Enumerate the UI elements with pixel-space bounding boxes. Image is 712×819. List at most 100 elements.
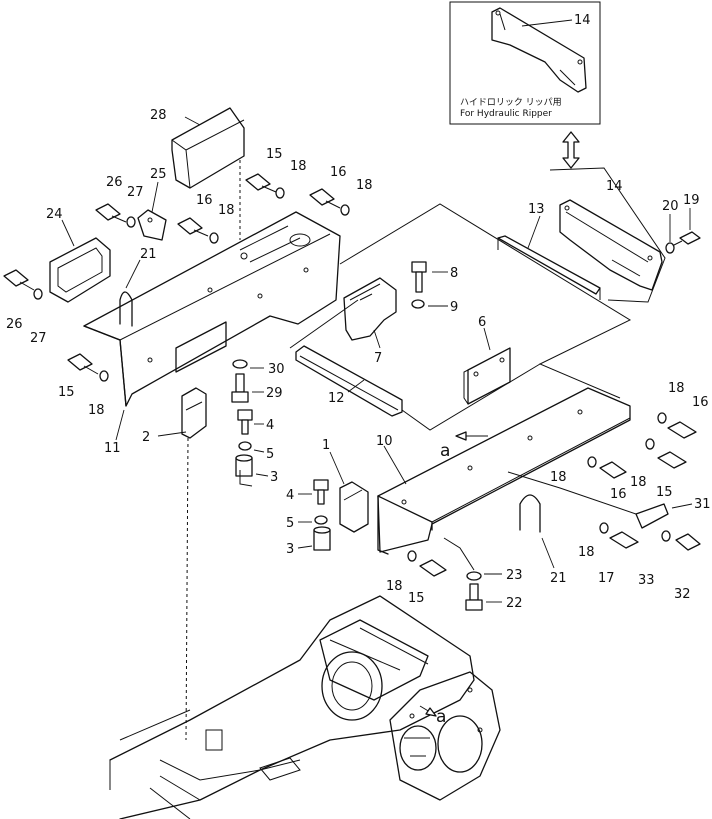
cover-28: 28 (150, 107, 245, 189)
double-arrow-icon (562, 131, 580, 169)
callout-15-right: 15 (656, 485, 673, 500)
reference-label-a-upper: a (440, 441, 450, 461)
callout-14-inset: 14 (574, 13, 591, 28)
callout-7: 7 (374, 351, 382, 366)
plate-6: 6 (463, 315, 511, 405)
callout-21-right: 21 (550, 571, 567, 586)
callout-3-b: 3 (286, 542, 294, 557)
bolt-4-a: 4 (237, 409, 274, 435)
frame-11: 11 (83, 211, 341, 456)
spacer-3-b: 3 (286, 526, 331, 557)
callout-4-b: 4 (286, 488, 294, 503)
callout-18-right-a: 18 (668, 381, 685, 396)
callout-21-left: 21 (140, 247, 157, 262)
callout-1: 1 (322, 438, 330, 453)
cover-24: 24 (46, 207, 111, 303)
callout-6: 6 (478, 315, 486, 330)
callout-15-top: 15 (266, 147, 283, 162)
reference-label-a-lower: a (436, 707, 446, 727)
bolt-32: 33 32 (638, 530, 701, 602)
callout-18-top-a: 18 (290, 159, 307, 174)
callout-17: 17 (598, 571, 615, 586)
callout-2: 2 (142, 430, 150, 445)
bolt-16-top: 16 18 (309, 165, 373, 216)
rail-13: 13 (497, 202, 601, 300)
callout-18-mid: 18 (218, 203, 235, 218)
washer-23: 23 (466, 568, 523, 583)
callout-5-a: 5 (266, 447, 274, 462)
bolt-15-top: 15 18 (245, 147, 307, 199)
bolt-16-center: 18 16 (550, 456, 627, 502)
callout-25: 25 (150, 167, 167, 182)
callout-18-center: 18 (550, 470, 567, 485)
callout-18-bottom: 18 (386, 579, 403, 594)
bolt-4-b: 4 (286, 479, 329, 505)
bolt-16-mid: 16 18 (177, 193, 235, 244)
tractor-main-frame (109, 595, 501, 819)
callout-4-a: 4 (266, 418, 274, 433)
callout-3-a: 3 (270, 470, 278, 485)
inset-note-english: For Hydraulic Ripper (460, 109, 552, 119)
rail-12: 12 (295, 345, 403, 417)
bolt-29: 29 (231, 373, 283, 403)
bolt-17: 18 17 (578, 522, 639, 586)
callout-18-left: 18 (88, 403, 105, 418)
bracket-14-group: 14 (549, 167, 666, 303)
callout-33: 33 (638, 573, 655, 588)
callout-18-right-b: 18 (630, 475, 647, 490)
callout-31: 31 (694, 497, 711, 512)
callout-14: 14 (606, 179, 623, 194)
callout-18-lower-right: 18 (578, 545, 595, 560)
plate-25: 25 (137, 167, 167, 241)
callout-18-top-b: 18 (356, 178, 373, 193)
frame-10: 10 (376, 387, 631, 555)
reference-arrow-a-lower: a (419, 705, 446, 727)
washer-5-b: 5 (286, 515, 328, 531)
inset-hydraulic-ripper: 14 ハイドロリック リッパ用 For Hydraulic Ripper (449, 1, 601, 125)
bracket-2: 2 (142, 387, 207, 445)
callout-16-mid: 16 (196, 193, 213, 208)
callout-8: 8 (450, 266, 458, 281)
bolt-16-right: 18 16 (657, 381, 709, 439)
lift-eye-21-right: 21 (519, 494, 567, 586)
bolt-8: 8 (411, 261, 458, 293)
callout-32: 32 (674, 587, 691, 602)
callout-23: 23 (506, 568, 523, 583)
washer-5-a: 5 (238, 441, 274, 462)
bolt-15-right: 18 15 (630, 438, 687, 500)
plate-31: 31 (635, 497, 711, 529)
callout-27-top: 27 (127, 185, 144, 200)
bolt-26-left: 26 27 (3, 269, 47, 346)
callout-5-b: 5 (286, 516, 294, 531)
callout-16-right-a: 16 (692, 395, 709, 410)
callout-16-top: 16 (330, 165, 347, 180)
callout-26-left: 26 (6, 317, 23, 332)
callout-9: 9 (450, 300, 458, 315)
washer-20: 20 (662, 199, 679, 254)
bracket-7: 7 (343, 277, 397, 366)
callout-11: 11 (104, 441, 121, 456)
bolt-26-top: 26 27 (95, 175, 144, 228)
lift-eye-21-left: 21 (119, 247, 157, 327)
callout-15-left: 15 (58, 385, 75, 400)
callout-20: 20 (662, 199, 679, 214)
bolt-22: 22 (465, 583, 523, 611)
callout-24: 24 (46, 207, 63, 222)
callout-29: 29 (266, 386, 283, 401)
washer-9: 9 (411, 299, 458, 315)
callout-26-top: 26 (106, 175, 123, 190)
bolt-15-bottom: 18 15 (386, 550, 447, 606)
reference-arrow-a-upper: a (440, 431, 488, 461)
callout-22: 22 (506, 596, 523, 611)
washer-30: 30 (232, 359, 285, 377)
callout-30: 30 (268, 362, 285, 377)
inset-note-japanese: ハイドロリック リッパ用 (460, 97, 562, 108)
callout-13: 13 (528, 202, 545, 217)
bolt-15-left: 15 18 (58, 353, 109, 418)
callout-10: 10 (376, 434, 393, 449)
callout-27-left: 27 (30, 331, 47, 346)
bracket-1: 1 (322, 438, 369, 533)
callout-19: 19 (683, 193, 700, 208)
callout-16-center: 16 (610, 487, 627, 502)
